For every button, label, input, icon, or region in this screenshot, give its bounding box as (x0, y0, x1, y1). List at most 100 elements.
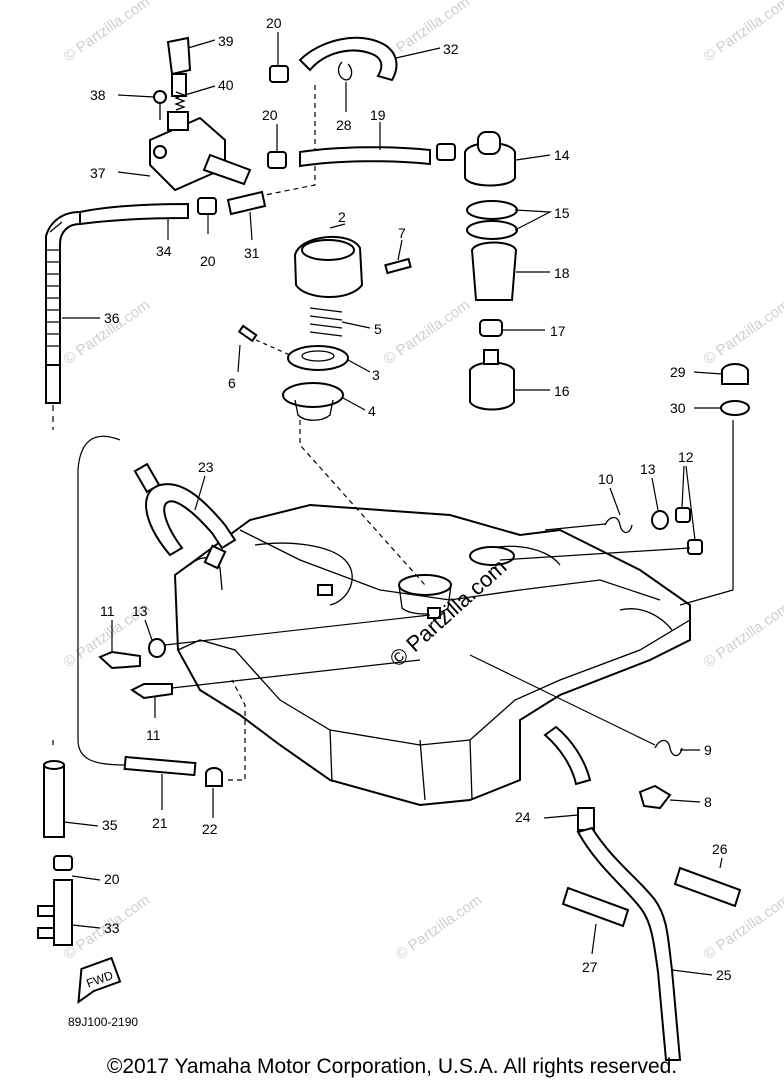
callout-labels: 39 20 32 38 40 28 19 20 37 14 15 34 20 3… (90, 15, 732, 983)
washer-13-right (651, 510, 669, 530)
callout-label: 13 (640, 461, 656, 477)
diagram-code: 89J100-2190 (68, 1015, 138, 1029)
spring-5 (309, 307, 343, 337)
spring-9 (654, 739, 683, 757)
seal-15 (466, 200, 518, 240)
clip-20-a (269, 65, 289, 83)
callout-label: 22 (202, 821, 218, 837)
callout-label: 4 (368, 403, 376, 419)
fuel-cock-37 (149, 111, 252, 192)
clip-20-c (197, 197, 217, 215)
callout-label: 33 (104, 920, 120, 936)
joint-33 (37, 879, 73, 946)
callout-label: 14 (554, 147, 570, 163)
hose-lower (543, 725, 592, 786)
knob-39 (166, 36, 192, 97)
cap-29 (721, 363, 749, 385)
filter-cap-14 (464, 131, 516, 187)
leader-lines (62, 32, 723, 976)
callout-label: 21 (152, 815, 168, 831)
bolt-11-b (130, 683, 173, 700)
callout-label: 16 (554, 383, 570, 399)
callout-label: 30 (670, 400, 686, 416)
filter-18 (470, 241, 518, 301)
callout-label: 29 (670, 364, 686, 380)
callout-label: 11 (146, 727, 161, 743)
callout-label: 19 (370, 107, 386, 123)
callout-label: 24 (515, 809, 531, 825)
watermark: © Partzilla.com (393, 891, 486, 963)
callout-label: 27 (582, 959, 598, 975)
callout-label: 35 (102, 817, 118, 833)
clip-20-lower (53, 855, 73, 871)
callout-label: 2 (338, 209, 346, 225)
callout-label: 37 (90, 165, 106, 181)
hose-25 (576, 826, 682, 1061)
callout-label: 23 (198, 459, 214, 475)
callout-label: 28 (336, 117, 352, 133)
pin-6 (237, 324, 258, 343)
gasket-3 (287, 345, 349, 371)
nipple (203, 544, 227, 570)
callout-label: 13 (132, 603, 148, 619)
clip-17 (479, 319, 503, 337)
hose-32 (298, 36, 398, 82)
hose-19 (299, 146, 431, 168)
fwd-arrow: FWD (77, 956, 122, 1005)
watermark: © Partzilla.com (701, 599, 784, 671)
joint-24 (577, 807, 595, 831)
screw-38 (153, 90, 167, 120)
spring-40 (174, 91, 186, 111)
callout-label: 3 (372, 367, 380, 383)
callout-label: 8 (704, 794, 712, 810)
watermark: © Partzilla.com (61, 296, 154, 368)
breather-hose-36 (45, 210, 81, 404)
callout-label: 36 (104, 310, 120, 326)
cock-16 (469, 349, 515, 411)
watermark: © Partzilla.com (381, 296, 474, 368)
callout-label: 20 (262, 107, 278, 123)
callout-label: 31 (244, 245, 260, 261)
hose-21 (123, 755, 197, 777)
callout-label: 20 (200, 253, 216, 269)
band-27 (561, 886, 630, 928)
callout-label: 10 (598, 471, 614, 487)
callout-label: 6 (228, 375, 236, 391)
callout-label: 25 (716, 967, 732, 983)
pin-7 (384, 257, 412, 275)
clip-8 (638, 784, 672, 810)
callout-label: 9 (704, 742, 712, 758)
clamp-22 (205, 767, 223, 787)
hose-34 (79, 202, 189, 226)
clip-20-d (436, 143, 456, 161)
gasket-4 (282, 382, 344, 421)
hose-23 (133, 462, 237, 557)
watermark: © Partzilla.com (701, 296, 784, 368)
callout-label: 40 (218, 77, 234, 93)
nut-12-a (675, 507, 691, 523)
callout-label: 26 (712, 841, 728, 857)
watermark: © Partzilla.com (701, 891, 784, 963)
callout-label: 18 (554, 265, 570, 281)
callout-label: 32 (443, 41, 459, 57)
callout-label: 20 (266, 15, 282, 31)
spring-10 (604, 516, 633, 534)
washer-30 (720, 400, 750, 416)
callout-label: 39 (218, 33, 234, 49)
watermark: © Partzilla.com (61, 0, 154, 65)
nut-12-b (687, 539, 703, 555)
pipe-route (77, 435, 126, 766)
watermark: © Partzilla.com (701, 0, 784, 65)
callout-label: 7 (398, 225, 406, 241)
callout-label: 11 (100, 603, 115, 619)
cap-2 (293, 235, 364, 298)
callout-label: 17 (550, 323, 566, 339)
callout-label: 20 (104, 871, 120, 887)
clip-28 (337, 61, 353, 81)
fuel-tank (173, 503, 691, 807)
callout-label: 38 (90, 87, 106, 103)
callout-label: 5 (374, 321, 382, 337)
clip-20-b (267, 151, 287, 169)
copyright-notice: ©2017 Yamaha Motor Corporation, U.S.A. A… (106, 1055, 678, 1078)
